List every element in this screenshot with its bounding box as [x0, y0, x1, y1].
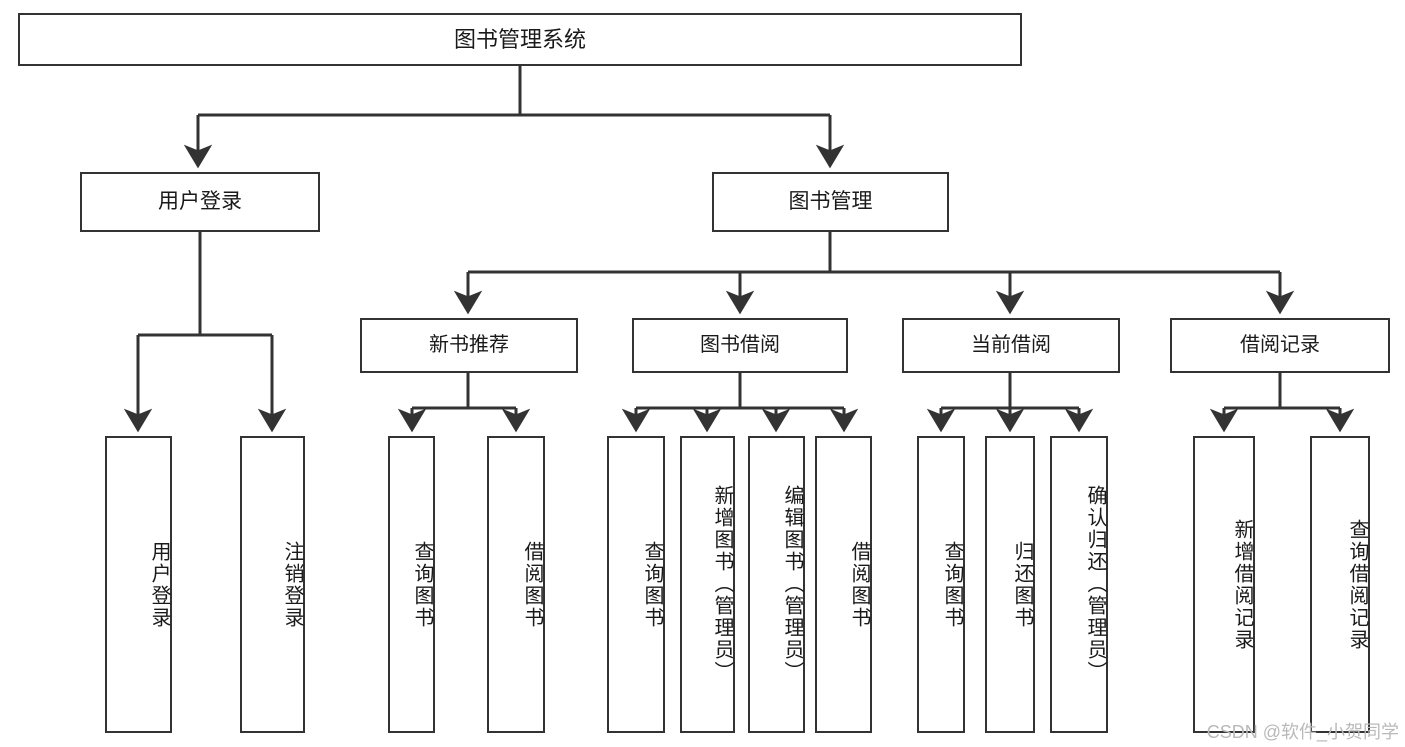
node-leaf-borrow-book-1[interactable]: 借阅图书 — [487, 436, 545, 733]
node-leaf-borrow-book-2[interactable]: 借阅图书 — [815, 436, 872, 733]
node-borrow-record[interactable]: 借阅记录 — [1170, 318, 1390, 373]
node-user-login[interactable]: 用户登录 — [80, 172, 320, 232]
node-leaf-add-book[interactable]: 新增图书（管理员） — [680, 436, 735, 733]
node-book-borrow[interactable]: 图书借阅 — [632, 318, 848, 373]
node-leaf-query-book-2[interactable]: 查询图书 — [607, 436, 665, 733]
node-book-manage[interactable]: 图书管理 — [712, 172, 949, 232]
node-leaf-query-book-3[interactable]: 查询图书 — [917, 436, 965, 733]
node-leaf-query-book-1[interactable]: 查询图书 — [388, 436, 435, 733]
node-leaf-query-record[interactable]: 查询借阅记录 — [1310, 436, 1370, 733]
node-leaf-logout[interactable]: 注销登录 — [240, 436, 305, 733]
node-leaf-confirm-return[interactable]: 确认归还（管理员） — [1050, 436, 1108, 733]
node-leaf-add-record[interactable]: 新增借阅记录 — [1193, 436, 1255, 733]
node-leaf-edit-book[interactable]: 编辑图书（管理员） — [748, 436, 805, 733]
watermark-text: CSDN @软件_小贺同学 — [1206, 722, 1399, 742]
node-leaf-user-login[interactable]: 用户登录 — [105, 436, 172, 733]
node-root[interactable]: 图书管理系统 — [18, 13, 1022, 66]
node-new-book-recommend[interactable]: 新书推荐 — [360, 318, 578, 373]
node-leaf-return-book[interactable]: 归还图书 — [985, 436, 1035, 733]
node-current-borrow[interactable]: 当前借阅 — [902, 318, 1120, 373]
